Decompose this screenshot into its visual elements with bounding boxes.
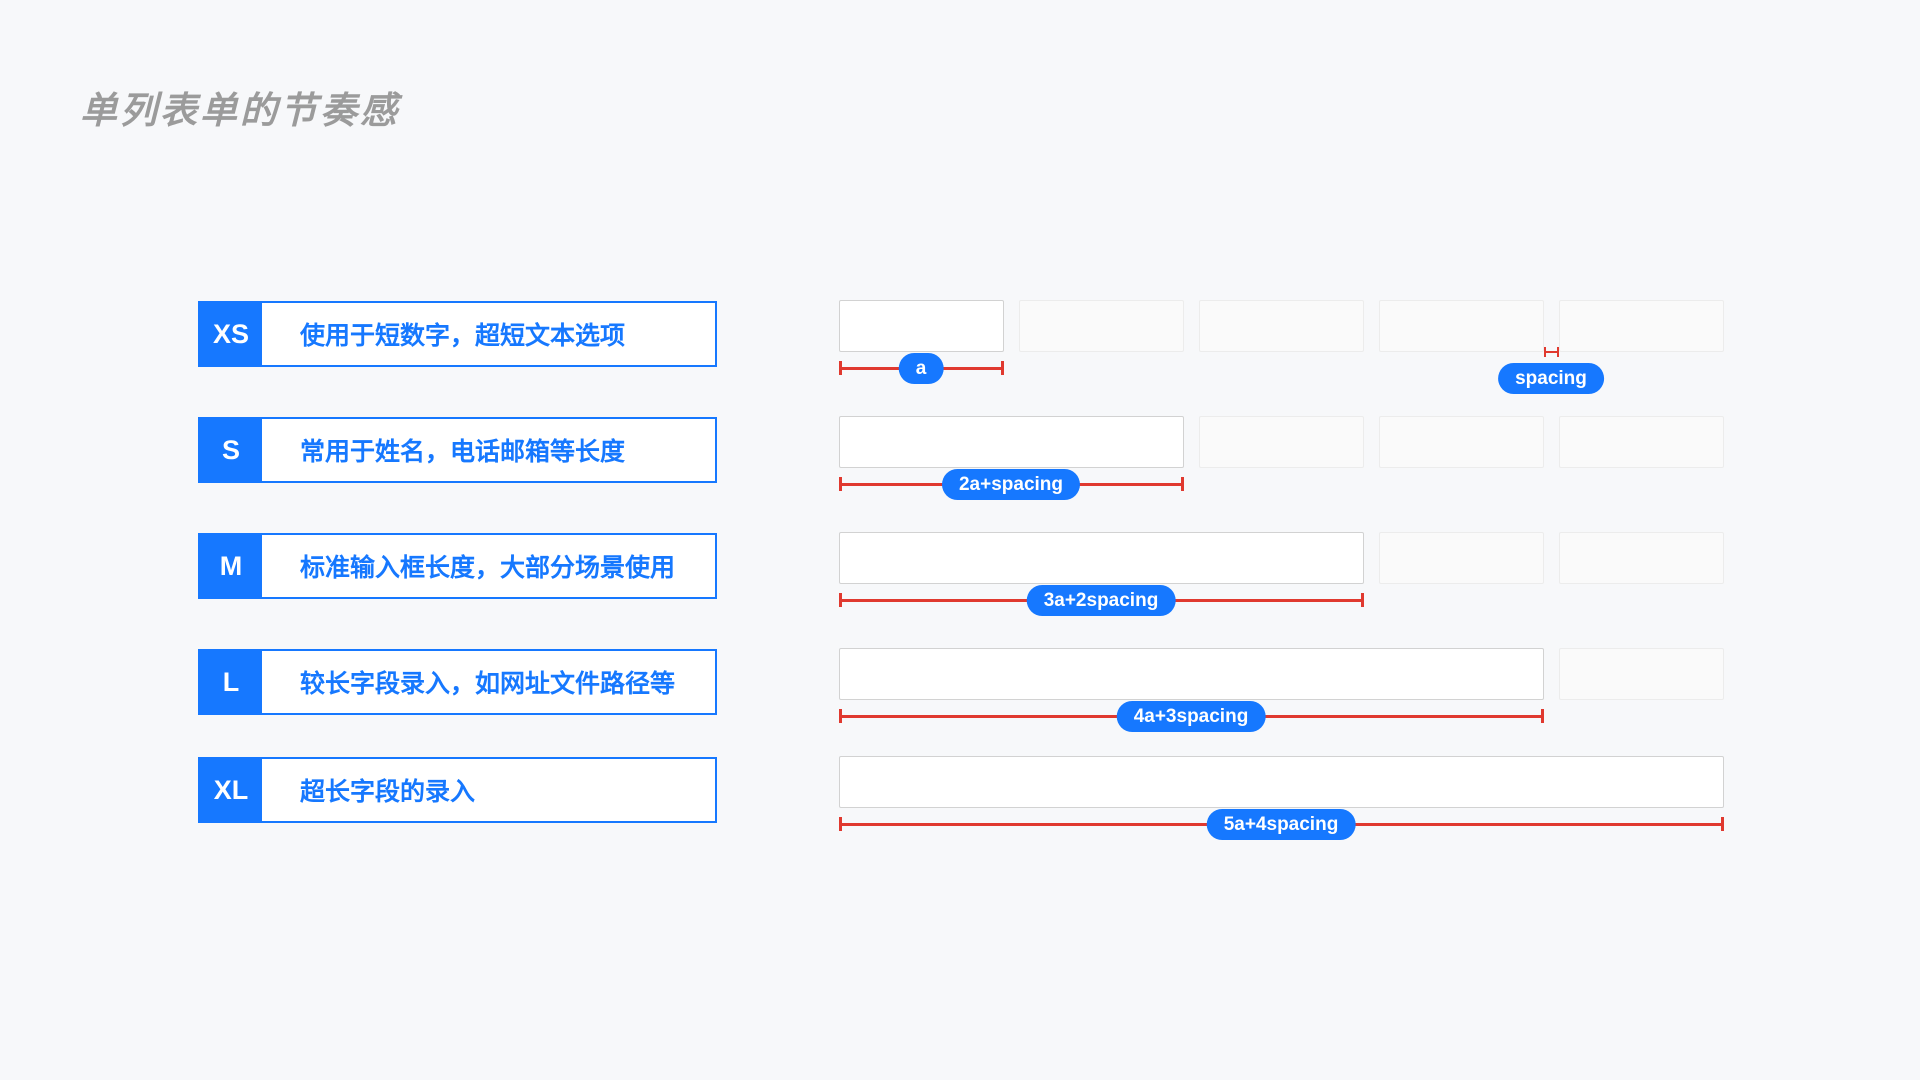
field-area-s: 2a+spacing	[839, 416, 1724, 526]
input-field-s[interactable]	[839, 416, 1184, 468]
size-badge-xl: XL	[200, 759, 262, 821]
size-label-box-xs: XS 使用于短数字，超短文本选项	[198, 301, 717, 367]
size-description-m: 标准输入框长度，大部分场景使用	[300, 554, 676, 582]
placeholder-box	[1559, 300, 1724, 352]
placeholder-box	[1379, 300, 1544, 352]
size-row-l: L 较长字段录入，如网址文件路径等 4a+3spacing	[0, 648, 1920, 758]
placeholder-box	[1019, 300, 1184, 352]
size-description-s: 常用于姓名，电话邮箱等长度	[300, 438, 626, 466]
field-area-xs: a spacing	[839, 300, 1724, 410]
field-area-m: 3a+2spacing	[839, 532, 1724, 642]
size-description-xl: 超长字段的录入	[300, 778, 476, 806]
placeholder-box	[1379, 416, 1544, 468]
size-badge-m: M	[200, 535, 262, 597]
size-description-xs: 使用于短数字，超短文本选项	[300, 322, 626, 350]
size-label-box-l: L 较长字段录入，如网址文件路径等	[198, 649, 717, 715]
page-title: 单列表单的节奏感	[80, 90, 400, 131]
size-description-l: 较长字段录入，如网址文件路径等	[300, 670, 676, 698]
placeholder-box	[1199, 416, 1364, 468]
input-field-m[interactable]	[839, 532, 1364, 584]
measure-pill-4a: 4a+3spacing	[1116, 701, 1266, 732]
placeholder-box	[1559, 532, 1724, 584]
measure-pill-3a: 3a+2spacing	[1026, 585, 1176, 616]
size-row-s: S 常用于姓名，电话邮箱等长度 2a+spacing	[0, 416, 1920, 526]
input-field-xs[interactable]	[839, 300, 1004, 352]
size-label-box-m: M 标准输入框长度，大部分场景使用	[198, 533, 717, 599]
spacing-pill: spacing	[1498, 363, 1604, 394]
size-badge-xs: XS	[200, 303, 262, 365]
field-area-l: 4a+3spacing	[839, 648, 1724, 758]
placeholder-box	[1379, 532, 1544, 584]
size-badge-l: L	[200, 651, 262, 713]
field-area-xl: 5a+4spacing	[839, 756, 1724, 866]
size-badge-s: S	[200, 419, 262, 481]
spacing-gap-mark	[1544, 347, 1559, 357]
measure-pill-2a: 2a+spacing	[941, 469, 1081, 500]
size-row-m: M 标准输入框长度，大部分场景使用 3a+2spacing	[0, 532, 1920, 642]
placeholder-box	[1559, 416, 1724, 468]
measure-pill-5a: 5a+4spacing	[1206, 809, 1356, 840]
size-label-box-xl: XL 超长字段的录入	[198, 757, 717, 823]
measure-pill-a: a	[898, 353, 944, 384]
size-row-xl: XL 超长字段的录入 5a+4spacing	[0, 756, 1920, 866]
input-field-l[interactable]	[839, 648, 1544, 700]
placeholder-box	[1559, 648, 1724, 700]
size-row-xs: XS 使用于短数字，超短文本选项 a spacing	[0, 300, 1920, 410]
input-field-xl[interactable]	[839, 756, 1724, 808]
size-label-box-s: S 常用于姓名，电话邮箱等长度	[198, 417, 717, 483]
placeholder-box	[1199, 300, 1364, 352]
